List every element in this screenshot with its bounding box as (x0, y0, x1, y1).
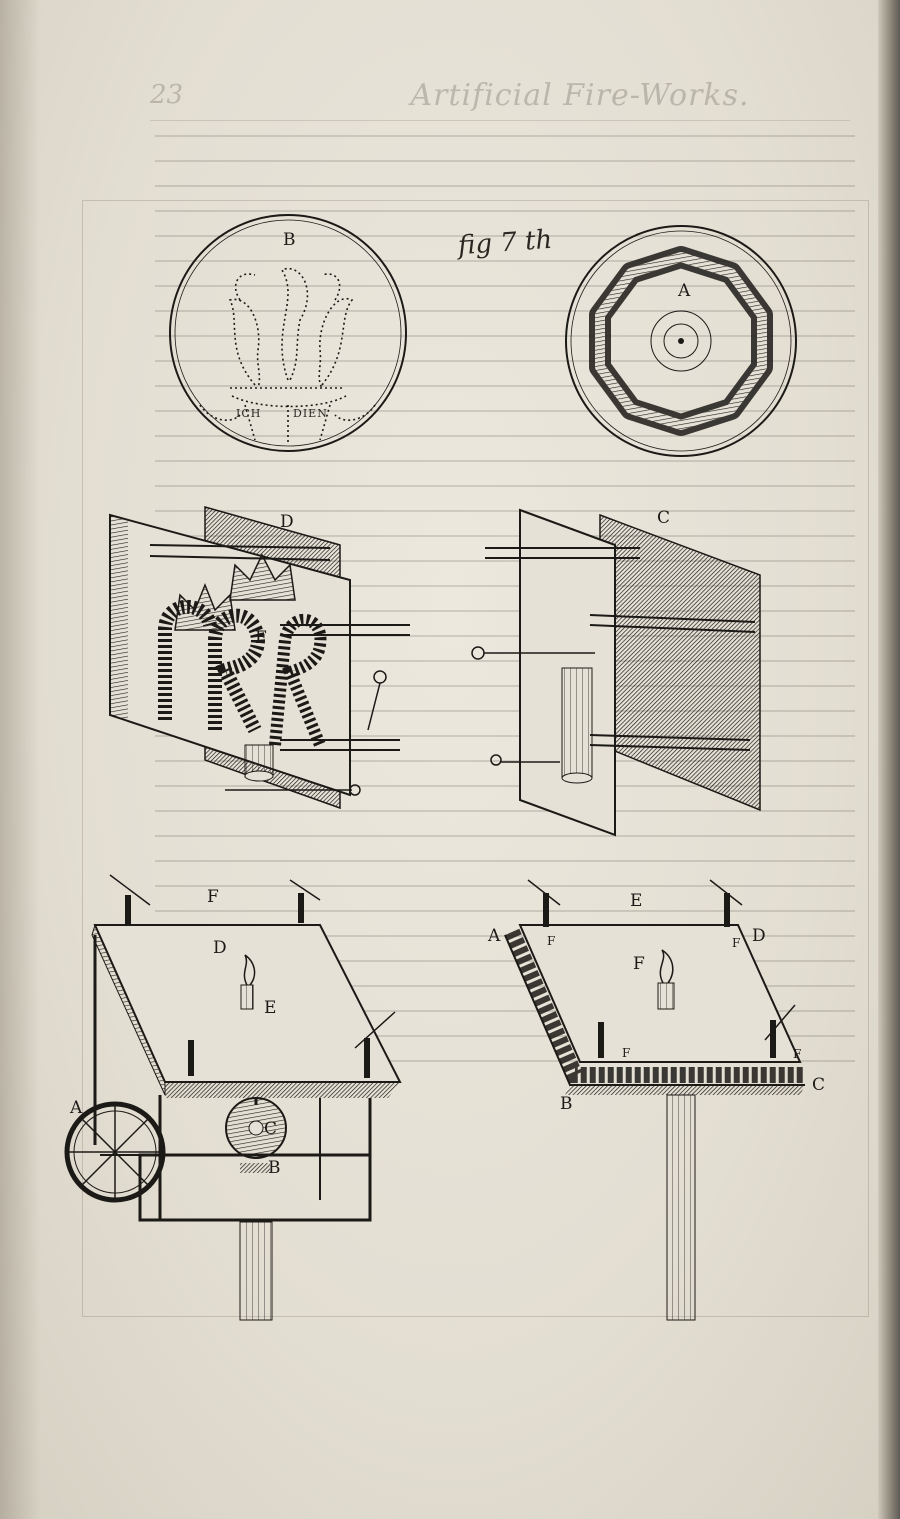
motto-dien: DIEN (293, 407, 328, 420)
label-b-right: B (560, 1094, 573, 1114)
motto-ich: ICH (236, 407, 262, 420)
label-d-right: D (752, 926, 766, 946)
bleed-page-number: 23 (150, 80, 184, 110)
label-a-wheel: A (70, 1098, 83, 1118)
label-f-right-3: F (622, 1046, 631, 1060)
label-b: B (283, 230, 296, 250)
label-a-disc: A (678, 281, 691, 301)
label-e-right-top: E (630, 891, 643, 911)
label-f-left-top: F (207, 887, 219, 907)
figure-d-board (109, 506, 410, 810)
figure-right-table (504, 879, 805, 1321)
bleed-running-header: Artificial Fire-Works. (410, 78, 750, 113)
label-b-gear: B (268, 1158, 281, 1178)
label-f-right-4: F (793, 1047, 802, 1061)
label-e-left-table: E (264, 998, 277, 1018)
label-f-board: F (255, 628, 267, 648)
soldier-figures-left (125, 893, 370, 1078)
label-d-board: D (280, 512, 294, 532)
figure-a-decagon-disc (565, 225, 797, 457)
figure-left-table (64, 874, 402, 1321)
soldier-figures-right (543, 893, 776, 1058)
page-gutter (878, 0, 900, 1519)
label-c-board: C (657, 508, 671, 528)
label-f-right-1: F (547, 934, 556, 948)
label-d-left-table: D (213, 938, 227, 958)
engraved-plate-border (82, 200, 869, 1317)
label-a-right: A (488, 926, 501, 946)
label-c-right: C (812, 1075, 826, 1095)
header-rule (150, 120, 850, 121)
figure-c-board (471, 508, 761, 837)
figure-b-feathers-disc (169, 214, 407, 452)
page-shadow-left (0, 0, 40, 1519)
label-f-right-2: F (732, 936, 741, 950)
label-f-right-center: F (633, 954, 645, 974)
label-c-gear: C (264, 1119, 278, 1139)
